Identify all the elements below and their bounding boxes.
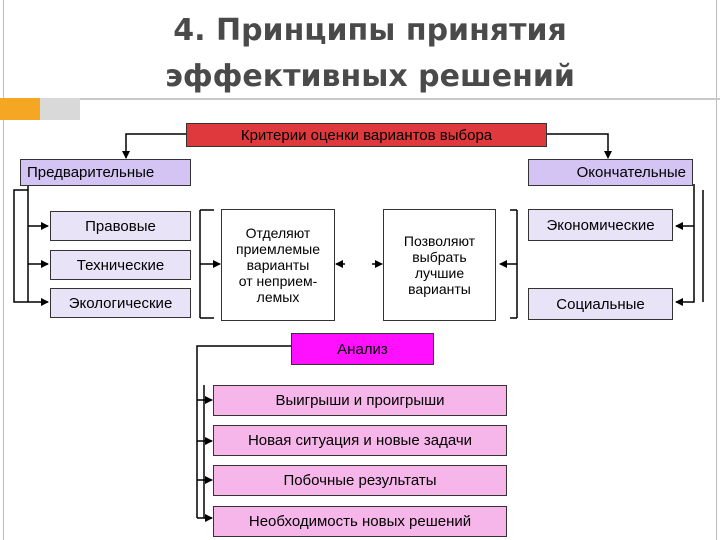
frame-line-left xyxy=(3,0,4,540)
connector-to-otdelyayut xyxy=(200,209,214,319)
analysis-item-new-situation: Новая ситуация и новые задачи xyxy=(213,425,507,456)
accent-block-gray xyxy=(40,98,80,120)
connector-right-bracket xyxy=(500,210,518,318)
economic-box: Экономические xyxy=(528,209,673,241)
slide-title: 4. Принципы принятия эффективных решений xyxy=(120,8,620,100)
preliminary-box: Предварительные xyxy=(20,159,191,186)
frame-line-right xyxy=(716,0,717,540)
connector-left-inner xyxy=(13,189,28,303)
title-line-2: эффективных решений xyxy=(165,59,575,94)
connector-analysis-left xyxy=(196,345,291,518)
connector-top-right xyxy=(547,133,612,159)
separate-box: Отделяют приемлемые варианты от неприем-… xyxy=(221,209,335,321)
analysis-box: Анализ xyxy=(291,333,434,365)
accent-block-orange xyxy=(0,98,40,120)
technical-box: Технические xyxy=(50,250,191,280)
analysis-item-side-results: Побочные результаты xyxy=(213,465,507,496)
connector-left-bracket xyxy=(199,210,220,318)
analysis-item-new-decisions: Необходимость новых решений xyxy=(213,506,507,537)
choose-best-box: Позволяют выбрать лучшие варианты xyxy=(383,209,496,321)
title-rule xyxy=(0,98,720,100)
criteria-box: Критерии оценки вариантов выбора xyxy=(186,123,547,147)
analysis-item-gains-losses: Выигрыши и проигрыши xyxy=(213,385,507,416)
title-line-1: 4. Принципы принятия xyxy=(173,13,567,48)
connector-top-left xyxy=(122,133,186,159)
ecological-box: Экологические xyxy=(50,288,191,318)
legal-box: Правовые xyxy=(50,211,191,241)
final-box: Окончательные xyxy=(528,159,693,186)
connector-right-bracket-ends xyxy=(510,209,517,319)
social-box: Социальные xyxy=(528,288,673,320)
connector-right-outer xyxy=(675,184,695,306)
